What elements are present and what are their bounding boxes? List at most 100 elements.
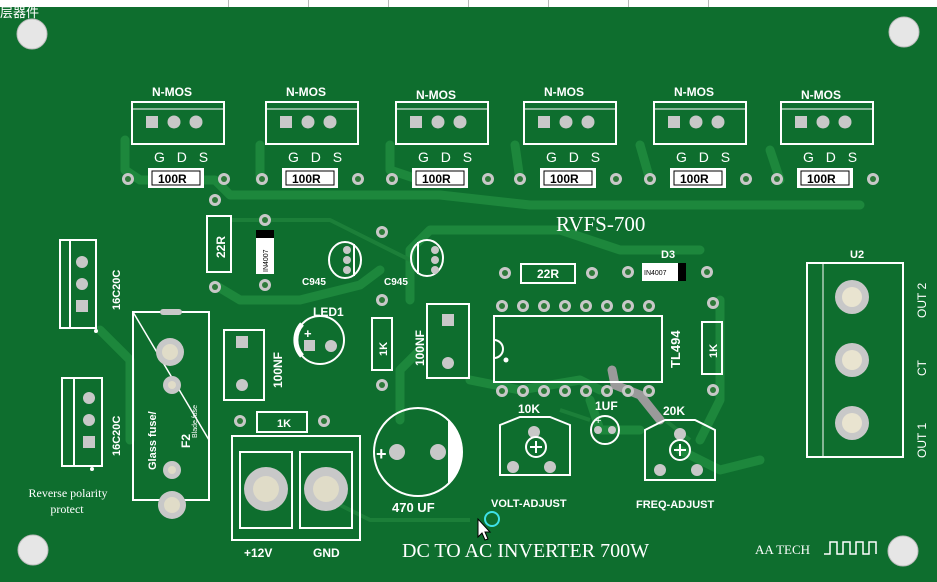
- mosfet-label: N-MOS: [152, 85, 192, 99]
- mosfet-pins: G D S: [803, 149, 861, 165]
- mosfet-q1[interactable]: N-MOS G D S 100R: [122, 85, 230, 188]
- diode-16c20c-top[interactable]: 16C20C: [59, 239, 123, 333]
- layer-tab-5[interactable]: [468, 0, 549, 7]
- mosfet-row: N-MOS G D S 100R N-MOS G D S 100R N-MOS G D S 10…: [122, 85, 879, 188]
- mosfet-pins: G D S: [154, 149, 212, 165]
- resistor-100r-label: 100R: [550, 172, 579, 186]
- mounting-hole: [888, 16, 920, 48]
- resistor-1k-left-label: 1K: [378, 342, 390, 356]
- pot-freq-adjust[interactable]: 20K FREQ-ADJUST: [636, 404, 716, 511]
- led-1[interactable]: LED1 +: [293, 305, 345, 365]
- ic-tl494-label: TL494: [668, 330, 683, 368]
- fuse-glass-label: Glass fuse/: [147, 411, 159, 470]
- svg-text:+: +: [595, 415, 601, 427]
- ic-pin1-marker: [503, 357, 509, 363]
- diode-d3-label: IN4007: [644, 270, 667, 277]
- mosfet-label: N-MOS: [801, 88, 841, 102]
- mosfet-label: N-MOS: [544, 85, 584, 99]
- board-subtitle: DC TO AC INVERTER 700W: [402, 540, 649, 562]
- mounting-hole: [16, 18, 48, 50]
- diode-d3[interactable]: D3 IN4007: [622, 249, 713, 281]
- resistor-22r-left[interactable]: 22R: [206, 194, 232, 293]
- diode-16c20c-top-label: 16C20C: [111, 270, 123, 310]
- mosfet-label: N-MOS: [416, 88, 456, 102]
- mounting-hole: [887, 535, 919, 567]
- diode-16c20c-bottom-label: 16C20C: [111, 416, 123, 456]
- resistor-100r[interactable]: 100R: [122, 168, 230, 188]
- square-wave-logo: [824, 541, 877, 555]
- fuse-f2-label: F2: [179, 434, 193, 448]
- layer-tab-1[interactable]: [0, 0, 229, 7]
- mosfet-q3[interactable]: N-MOS G D S 100R: [386, 88, 494, 188]
- mosfet-q2[interactable]: N-MOS G D S 100R: [256, 85, 364, 188]
- resistor-100r-label: 100R: [680, 172, 709, 186]
- trace-layer: [95, 135, 865, 475]
- label-ct: CT: [915, 359, 929, 376]
- layer-tab-strip: [0, 0, 937, 7]
- resistor-1k-horizontal-label: 1K: [277, 418, 291, 430]
- mosfet-q4[interactable]: N-MOS G D S 100R: [514, 85, 622, 188]
- capacitor-1uf-label: 1UF: [595, 399, 618, 413]
- pot-volt-value: 10K: [518, 402, 540, 416]
- transistor-c945-1-label: C945: [302, 277, 326, 288]
- mosfet-label: N-MOS: [674, 85, 714, 99]
- resistor-100r[interactable]: 100R: [256, 168, 364, 188]
- diode-in4007-left-label: IN4007: [263, 249, 270, 272]
- reverse-polarity-line1: Reverse polarity: [29, 486, 108, 500]
- pot-volt-adjust[interactable]: 10K VOLT-ADJUST: [491, 402, 571, 510]
- layer-tab-7[interactable]: [628, 0, 709, 7]
- resistor-22r-right[interactable]: 22R: [499, 263, 598, 284]
- svg-text:+: +: [304, 326, 312, 341]
- mosfet-pins: G D S: [288, 149, 346, 165]
- mosfet-pins: G D S: [418, 149, 476, 165]
- reverse-polarity-line2: protect: [50, 502, 84, 516]
- resistor-100r-label: 100R: [292, 172, 321, 186]
- diode-in4007-left[interactable]: IN4007: [256, 214, 274, 291]
- resistor-1k-horizontal[interactable]: 1K: [234, 411, 330, 433]
- transistor-c945-2-label: C945: [384, 277, 408, 288]
- diode-16c20c-bottom[interactable]: 16C20C: [61, 377, 123, 471]
- pot-freq-label: FREQ-ADJUST: [636, 499, 715, 511]
- resistor-1k-vertical-right[interactable]: 1K: [701, 297, 723, 396]
- layer-tab-label[interactable]: 层器件: [0, 6, 40, 21]
- mosfet-pins: G D S: [546, 149, 604, 165]
- resistor-100r-label: 100R: [807, 172, 836, 186]
- layer-tab-2[interactable]: [228, 0, 309, 7]
- transistor-c945-2[interactable]: C945: [384, 239, 444, 288]
- capacitor-100nf-mid-label: 100NF: [413, 330, 427, 366]
- capacitor-1uf[interactable]: 1UF +: [590, 399, 620, 445]
- capacitor-100nf-mid[interactable]: 100NF: [413, 303, 470, 379]
- terminal-plus-12v-label: +12V: [244, 546, 272, 560]
- resistor-100r-label: 100R: [422, 172, 451, 186]
- power-terminal-block[interactable]: +12V GND: [231, 435, 361, 560]
- mouse-cursor: [477, 511, 500, 541]
- svg-text:+: +: [376, 444, 387, 464]
- resistor-22r-right-label: 22R: [537, 267, 559, 281]
- fuse-holder-f2[interactable]: Glass fuse/ F2 Blade fuse: [132, 309, 210, 519]
- resistor-100r[interactable]: 100R: [386, 168, 494, 188]
- layer-tab-3[interactable]: [308, 0, 389, 7]
- resistor-100r[interactable]: 100R: [771, 168, 879, 188]
- fuse-blade-label: Blade fuse: [192, 405, 199, 438]
- resistor-100r[interactable]: 100R: [644, 168, 752, 188]
- resistor-1k-vertical-left[interactable]: 1K: [371, 294, 393, 391]
- resistor-1k-right-label: 1K: [708, 344, 720, 358]
- resistor-100r-label: 100R: [158, 172, 187, 186]
- capacitor-100nf-left[interactable]: 100NF: [223, 329, 285, 401]
- diode-d3-ref: D3: [661, 249, 675, 261]
- ic-tl494[interactable]: TL494: [493, 300, 683, 397]
- layer-tab-6[interactable]: [548, 0, 629, 7]
- output-terminal-u2[interactable]: U2 OUT 2 CT OUT 1: [806, 249, 929, 458]
- pot-volt-label: VOLT-ADJUST: [491, 498, 567, 510]
- transistor-c945-1[interactable]: C945: [302, 241, 362, 288]
- pot-freq-value: 20K: [663, 404, 685, 418]
- mosfet-label: N-MOS: [286, 85, 326, 99]
- capacitor-470uf[interactable]: + 470 UF: [373, 407, 463, 515]
- resistor-100r[interactable]: 100R: [514, 168, 622, 188]
- mosfet-q6[interactable]: N-MOS G D S 100R: [771, 88, 879, 188]
- resistor-22r-left-label: 22R: [214, 236, 228, 258]
- layer-tab-4[interactable]: [388, 0, 469, 7]
